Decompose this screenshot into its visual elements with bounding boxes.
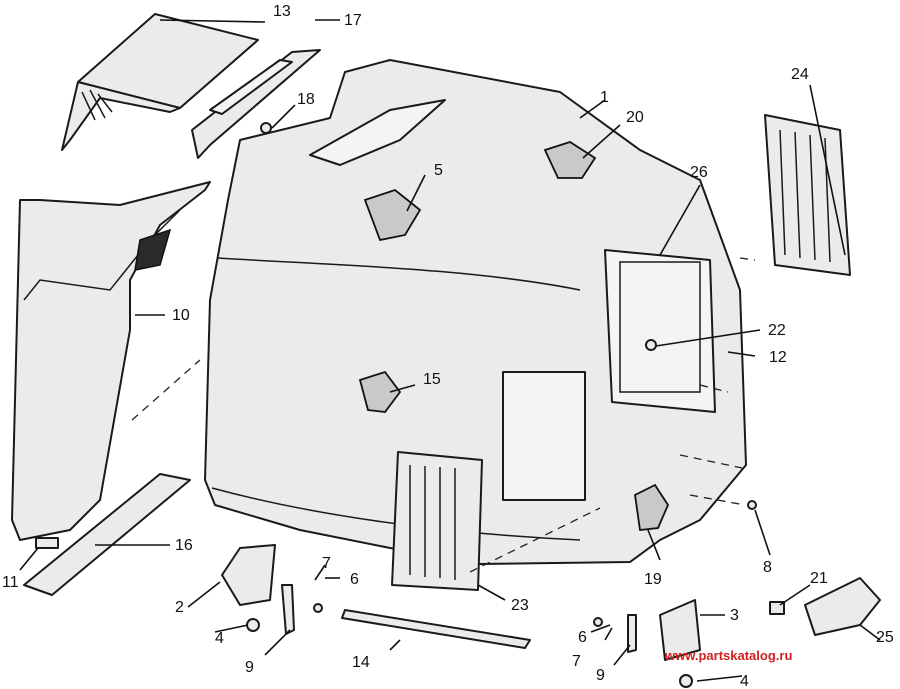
vent-grille-10 bbox=[134, 228, 172, 271]
callout-4: 4 bbox=[215, 630, 224, 647]
part-17-vent-strip bbox=[191, 49, 321, 159]
part-14-strip bbox=[341, 609, 531, 649]
callout-3: 3 bbox=[730, 607, 739, 624]
part-8-screw bbox=[747, 500, 757, 510]
callout-23: 23 bbox=[511, 597, 529, 614]
part-23-grille bbox=[391, 451, 483, 591]
assembly-lines bbox=[131, 257, 756, 573]
cowl-window bbox=[502, 371, 586, 501]
callout-24: 24 bbox=[791, 66, 809, 83]
callout-2: 2 bbox=[175, 599, 184, 616]
callout-8: 8 bbox=[763, 559, 772, 576]
callout-7-secondary: 7 bbox=[572, 653, 581, 670]
callout-26: 26 bbox=[690, 164, 708, 181]
callout-18: 18 bbox=[297, 91, 315, 108]
watermark-url: www.partskatalog.ru bbox=[664, 648, 792, 663]
callout-10: 10 bbox=[172, 307, 190, 324]
callout-11: 11 bbox=[2, 574, 19, 591]
part-10-side-panel bbox=[11, 181, 211, 541]
part-11-bolt bbox=[35, 537, 59, 549]
part-2-latch-bracket bbox=[221, 544, 276, 606]
part-1-main-cowl bbox=[204, 59, 747, 565]
callout-22: 22 bbox=[768, 322, 786, 339]
part-20-pad bbox=[543, 141, 597, 179]
callout-4-secondary: 4 bbox=[740, 673, 749, 689]
part-24-grille bbox=[764, 114, 851, 276]
callout-17: 17 bbox=[344, 12, 362, 29]
part-25-trim bbox=[804, 577, 881, 636]
part-15-pad bbox=[358, 370, 402, 413]
callout-20: 20 bbox=[626, 109, 644, 126]
callout-1: 1 bbox=[600, 89, 609, 106]
part-18-screw bbox=[260, 122, 272, 134]
callout-5: 5 bbox=[434, 162, 443, 179]
part-19-pad bbox=[634, 483, 670, 531]
part-4-grommet-left bbox=[246, 618, 260, 632]
callout-7: 7 bbox=[322, 555, 331, 572]
callout-21: 21 bbox=[810, 570, 828, 587]
part-4-grommet-right bbox=[679, 674, 693, 688]
part-6-screw-right bbox=[593, 617, 603, 627]
part-22-screw bbox=[645, 339, 657, 351]
leader-lines bbox=[19, 19, 881, 682]
callout-14: 14 bbox=[352, 654, 370, 671]
callout-15: 15 bbox=[423, 371, 441, 388]
callout-19: 19 bbox=[644, 571, 662, 588]
part-13-top-cover bbox=[61, 13, 259, 151]
part-6-screw-left bbox=[313, 603, 323, 613]
part-9-hook-left bbox=[281, 584, 295, 635]
part-16-strip bbox=[23, 473, 191, 596]
callout-6-secondary: 6 bbox=[578, 629, 587, 646]
callout-6: 6 bbox=[350, 571, 359, 588]
callout-25: 25 bbox=[876, 629, 894, 646]
callout-9-secondary: 9 bbox=[596, 667, 605, 684]
callout-16: 16 bbox=[175, 537, 193, 554]
part-5-pad bbox=[363, 188, 422, 242]
part-9-hook-right bbox=[627, 614, 637, 653]
callout-13: 13 bbox=[273, 3, 291, 20]
callout-9: 9 bbox=[245, 659, 254, 676]
callout-labels: 1 2 3 4 4 5 6 6 7 7 8 9 9 10 11 12 13 14… bbox=[2, 3, 894, 689]
part-26-gasket-plate bbox=[604, 249, 716, 413]
callout-12: 12 bbox=[769, 349, 787, 366]
part-3-latch-bracket bbox=[659, 599, 701, 661]
